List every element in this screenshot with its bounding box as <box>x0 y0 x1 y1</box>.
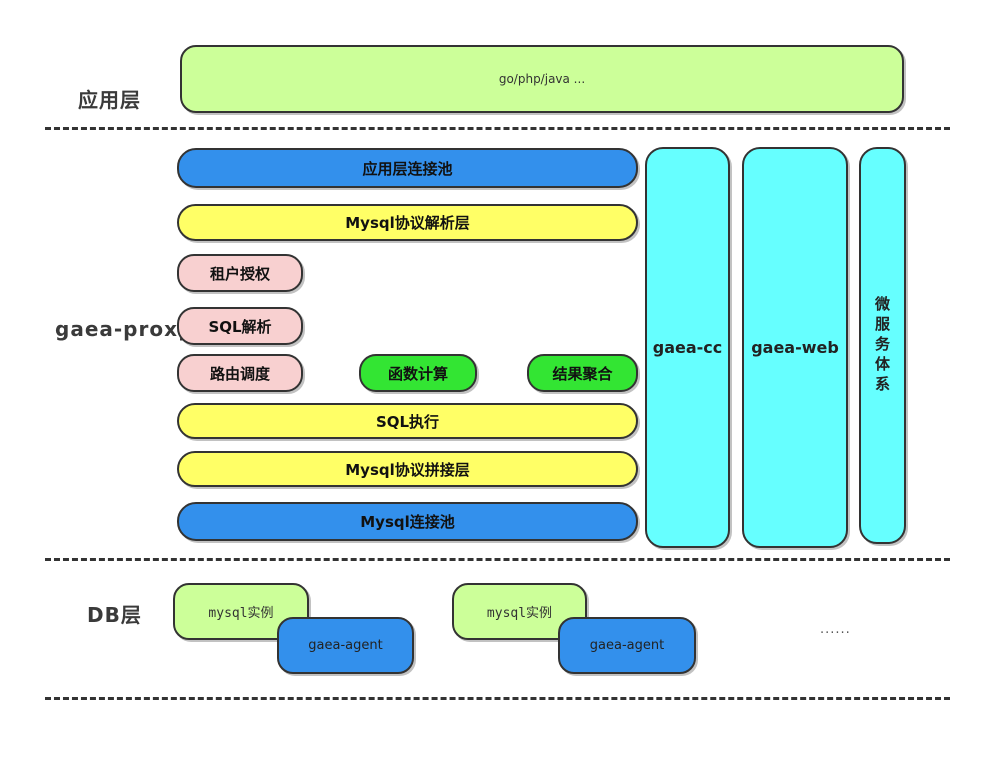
node-sql-execute: SQL执行 <box>177 403 638 439</box>
db-ellipsis: ...... <box>820 622 851 637</box>
node-gaea-cc: gaea-cc <box>645 147 730 548</box>
node-sql-parse-label: SQL解析 <box>208 317 272 336</box>
node-app-conn-pool-label: 应用层连接池 <box>362 159 453 178</box>
node-mysql-protocol-parse-layer-label: Mysql协议解析层 <box>345 214 470 232</box>
node-function-compute-label: 函数计算 <box>387 364 448 383</box>
node-route-dispatch: 路由调度 <box>177 354 303 392</box>
node-route-dispatch-label: 路由调度 <box>209 364 270 383</box>
node-microservice-system-label: 微服务体系 <box>873 295 891 396</box>
node-function-compute: 函数计算 <box>359 354 477 392</box>
proxy-layer-label: gaea-proxy <box>55 317 193 341</box>
separator-top <box>45 127 950 130</box>
node-mysql-protocol-parse-layer: Mysql协议解析层 <box>177 204 638 241</box>
node-gaea-agent-1: gaea-agent <box>277 617 414 674</box>
node-app-conn-pool: 应用层连接池 <box>177 148 638 188</box>
db-layer-label: DB层 <box>87 603 142 627</box>
node-gaea-agent-2: gaea-agent <box>558 617 696 674</box>
node-sql-execute-label: SQL执行 <box>375 412 440 431</box>
separator-bottom <box>45 697 950 700</box>
node-gaea-agent-1-label: gaea-agent <box>308 638 383 653</box>
node-mysql-instance-2-label: mysql实例 <box>486 606 553 621</box>
node-gaea-web-label: gaea-web <box>751 338 839 357</box>
node-gaea-cc-label: gaea-cc <box>652 338 723 357</box>
node-sql-parse: SQL解析 <box>177 307 303 345</box>
node-gaea-web: gaea-web <box>742 147 848 548</box>
separator-middle <box>45 558 950 561</box>
node-mysql-protocol-splice-layer: Mysql协议拼接层 <box>177 451 638 487</box>
node-tenant-auth-label: 租户授权 <box>209 264 270 283</box>
node-result-aggregate: 结果聚合 <box>527 354 638 392</box>
node-gaea-agent-2-label: gaea-agent <box>589 638 665 653</box>
node-mysql-instance-1-label: mysql实例 <box>208 606 274 621</box>
node-mysql-protocol-splice-layer-label: Mysql协议拼接层 <box>345 460 470 479</box>
app-layer-label: 应用层 <box>78 88 141 112</box>
node-app-runtime-label: go/php/java ... <box>498 72 586 86</box>
node-app-runtime: go/php/java ... <box>180 45 904 113</box>
node-result-aggregate-label: 结果聚合 <box>552 364 613 383</box>
node-tenant-auth: 租户授权 <box>177 254 303 292</box>
node-mysql-instance-1: mysql实例 <box>173 583 309 640</box>
node-mysql-conn-pool: Mysql连接池 <box>177 502 638 541</box>
node-mysql-conn-pool-label: Mysql连接池 <box>360 513 455 531</box>
node-microservice-system: 微服务体系 <box>859 147 906 544</box>
